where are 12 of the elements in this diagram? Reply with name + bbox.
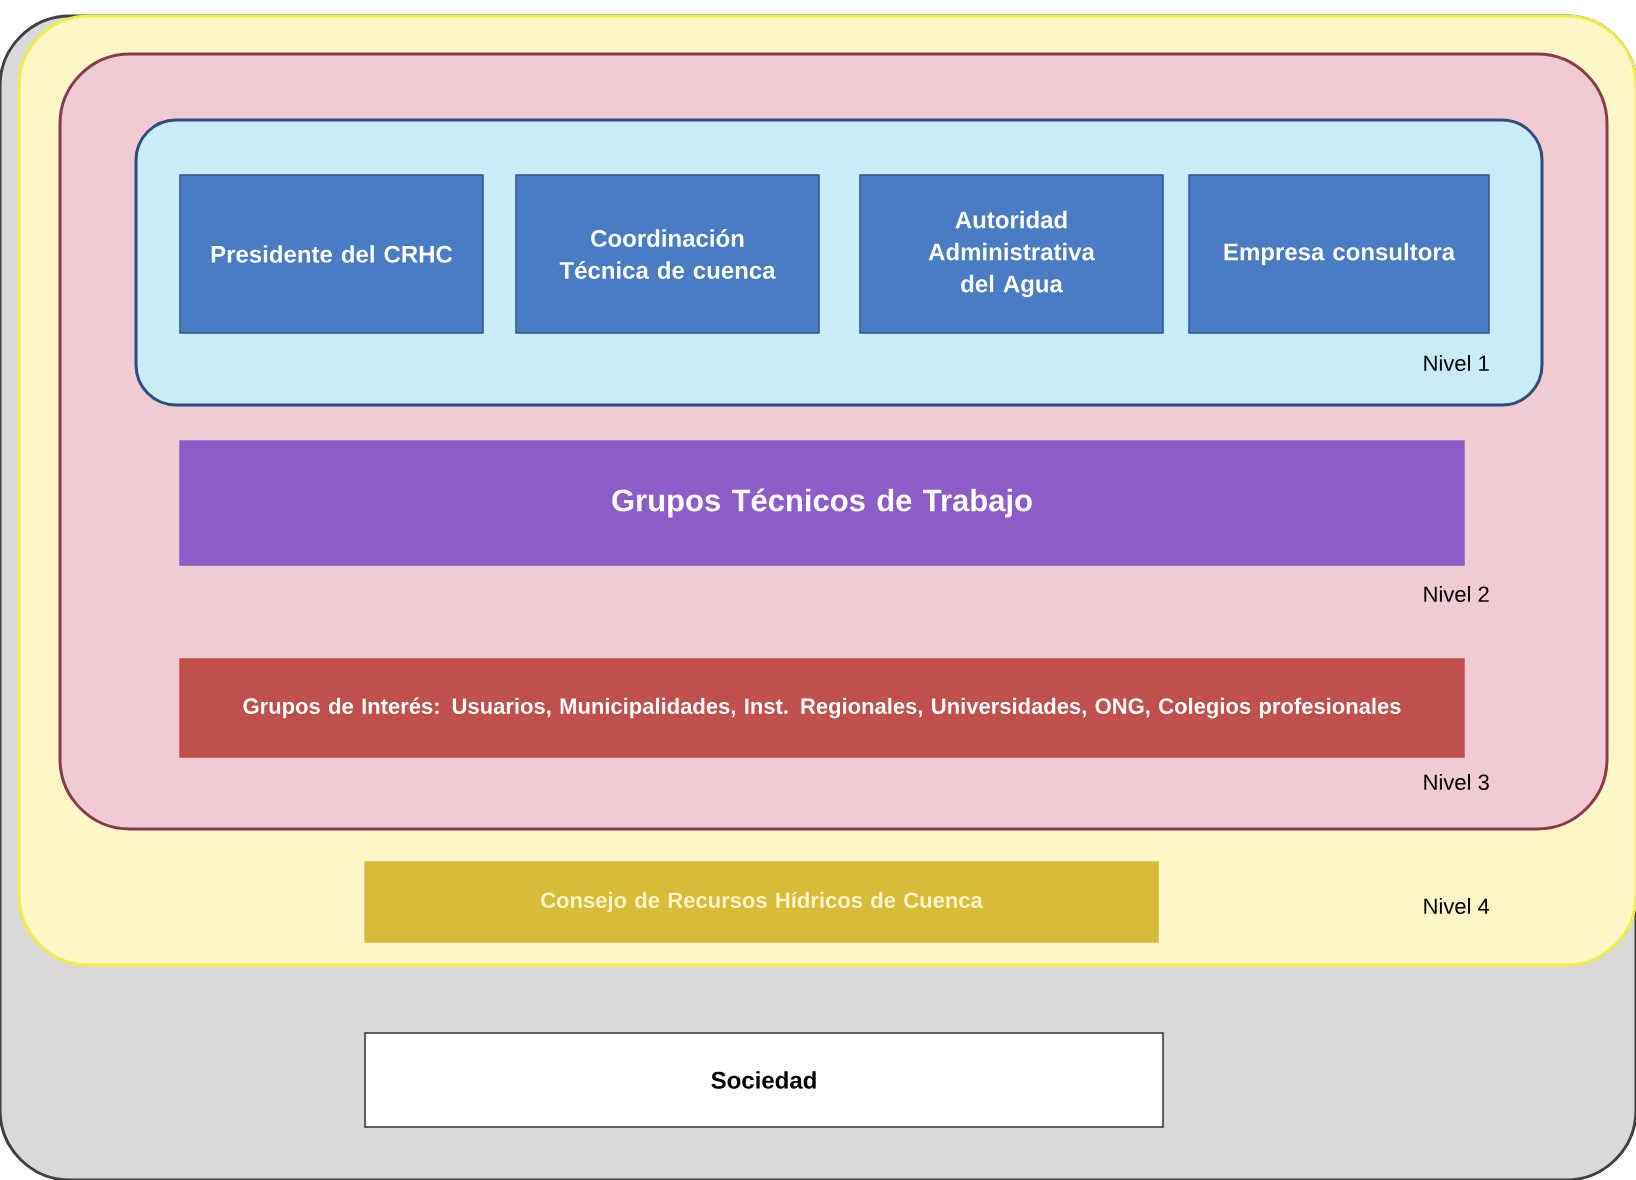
level-label: Nivel 4: [1424, 897, 1490, 915]
council-bar: Consejo de Recursos Hídricos de Cuenca: [364, 861, 1159, 943]
role-box: Coordinación Técnica de cuenca: [515, 174, 820, 334]
role-box: Empresa consultora: [1188, 174, 1490, 334]
level-label: Nivel 3: [1424, 773, 1489, 791]
role-box: Autoridad Administrativa del Agua: [859, 174, 1164, 334]
group-bar: Grupos de Interés: Usuarios, Municipalidades, Inst. Regionales, Universidades, ONG, Colegios profesionales: [179, 658, 1465, 758]
society-box: Sociedad: [364, 1032, 1164, 1128]
level-label: Nivel 1: [1424, 354, 1489, 372]
group-bar: Grupos Técnicos de Trabajo: [179, 440, 1465, 566]
role-box: Presidente del CRHC: [179, 174, 484, 334]
level-label: Nivel 2: [1424, 585, 1489, 603]
